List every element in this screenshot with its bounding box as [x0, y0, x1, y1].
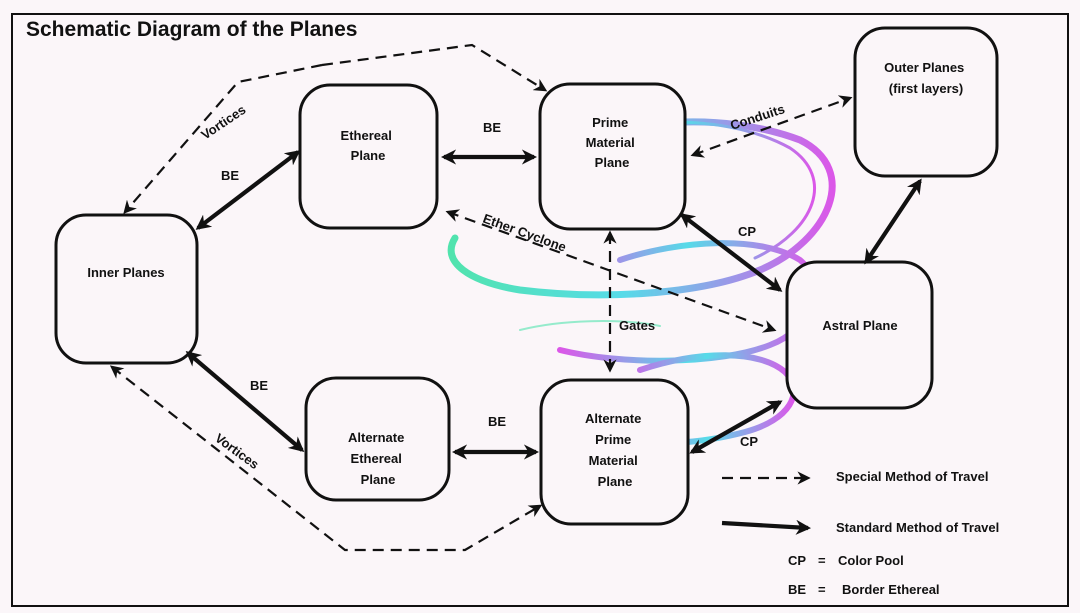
node-ethereal-label: Ethereal Plane: [341, 128, 396, 163]
legend-cp-key: CP: [788, 553, 806, 568]
edge-be-inner-ethereal: [195, 150, 301, 230]
label-cp-alt-prime-astral: CP: [740, 434, 758, 449]
node-labels: Ethereal Plane Prime Material Plane Oute…: [87, 60, 968, 489]
node-prime-label: Prime Material Plane: [586, 115, 639, 170]
node-astral-box[interactable]: [785, 260, 934, 410]
edge-outer-astral: [864, 178, 922, 265]
legend-solid-arrow: [721, 519, 812, 535]
label-gates: Gates: [619, 318, 655, 333]
edge-be-inner-alt: [185, 351, 305, 452]
special-edges: [109, 43, 853, 552]
label-cp-prime-astral: CP: [738, 224, 756, 239]
node-outer-box[interactable]: [853, 26, 999, 178]
node-alt-prime-label: Alternate Prime Material Plane: [585, 411, 645, 489]
legend-standard-label: Standard Method of Travel: [836, 520, 999, 535]
node-inner-box[interactable]: [54, 213, 199, 365]
diagram-title: Schematic Diagram of the Planes: [26, 18, 357, 41]
legend-cp-eq: =: [818, 553, 826, 568]
label-be-inner-ethereal: BE: [221, 168, 239, 183]
edge-vortices-top: [123, 63, 323, 214]
label-be-alt-ethereal-alt-prime: BE: [488, 414, 506, 429]
edge-conduits: [690, 95, 853, 158]
label-be-ethereal-prime: BE: [483, 120, 501, 135]
edge-ether-cyclone: [445, 209, 777, 333]
node-astral-label: Astral Plane: [822, 318, 897, 333]
node-alt-ethereal-label: Alternate Ethereal Plane: [348, 430, 408, 487]
frame-border: [11, 13, 1069, 607]
edge-vortices-top-2: [321, 43, 548, 92]
label-vortices-top: Vortices: [198, 102, 248, 143]
node-inner-label: Inner Planes: [87, 265, 164, 280]
legend-be-value: Border Ethereal: [842, 582, 940, 597]
edge-cp-prime-astral: [679, 213, 783, 292]
legend-special-label: Special Method of Travel: [836, 469, 988, 484]
label-be-inner-alt: BE: [250, 378, 268, 393]
edge-cp-alt-prime-astral: [689, 400, 783, 454]
legend-be-key: BE: [788, 582, 806, 597]
nodes: [54, 26, 999, 526]
legend-be-eq: =: [818, 582, 826, 597]
node-outer-label: Outer Planes (first layers): [884, 60, 968, 96]
edge-vortices-bottom: [109, 365, 543, 552]
legend-cp-value: Color Pool: [838, 553, 904, 568]
node-alt-prime-box[interactable]: [539, 378, 690, 526]
standard-edges: [185, 149, 922, 460]
legend: Special Method of Travel Standard Method…: [721, 469, 999, 597]
